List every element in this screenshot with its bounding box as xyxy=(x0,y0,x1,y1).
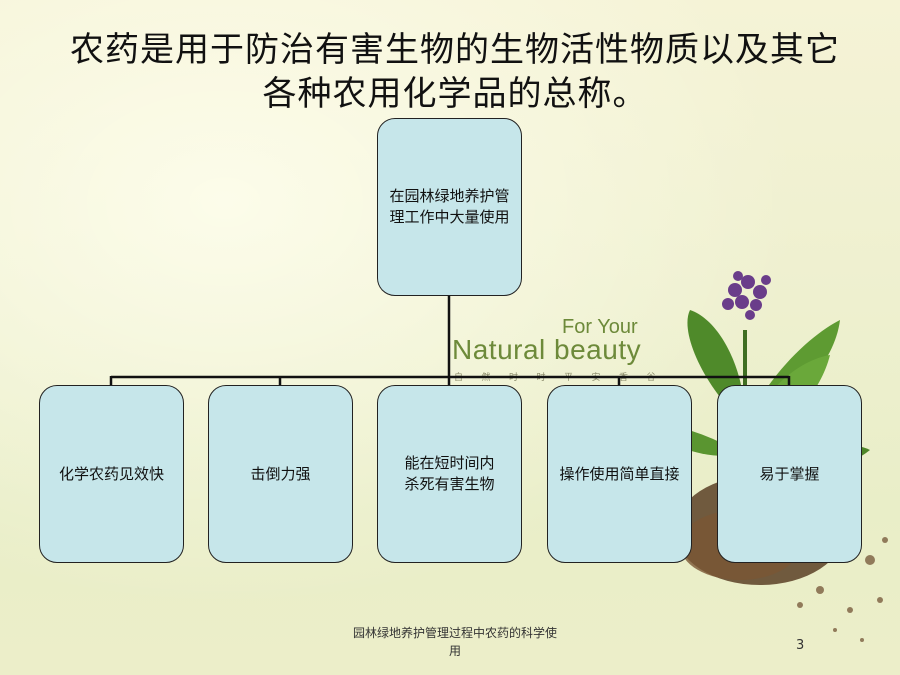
child-node-1: 化学农药见效快 xyxy=(39,385,184,563)
title-line2: 各种农用化学品的总称。 xyxy=(262,74,648,114)
title-line1: 农药是用于防治有害生物的生物活性物质以及其它 xyxy=(70,30,840,70)
footer-label: 园林绿地养护管理过程中农药的科学使 用 xyxy=(352,626,557,658)
slide-title: 农药是用于防治有害生物的生物活性物质以及其它 各种农用化学品的总称。 xyxy=(40,28,870,116)
soil-specks xyxy=(797,537,888,642)
child-node-3-label: 能在短时间内 杀死有害生物 xyxy=(404,454,495,493)
child-node-5: 易于掌握 xyxy=(717,385,862,563)
child-node-1-label: 化学农药见效快 xyxy=(58,464,164,483)
root-node-label: 在园林绿地养护管 理工作中大量使用 xyxy=(389,187,510,226)
child-node-4-label: 操作使用简单直接 xyxy=(559,464,680,483)
brand-line2: Natural beauty xyxy=(452,334,642,365)
child-node-4: 操作使用简单直接 xyxy=(547,385,692,563)
child-node-2-label: 击倒力强 xyxy=(250,464,311,483)
child-node-2: 击倒力强 xyxy=(208,385,353,563)
brand-line1: For Your xyxy=(562,316,638,338)
child-node-5-label: 易于掌握 xyxy=(759,464,820,483)
root-node: 在园林绿地养护管 理工作中大量使用 xyxy=(377,118,522,296)
footer-text: 园林绿地养护管理过程中农药的科学使 用 xyxy=(305,624,605,660)
child-node-3: 能在短时间内 杀死有害生物 xyxy=(377,385,522,563)
flower-cluster xyxy=(722,271,771,320)
page-number: 3 xyxy=(796,638,805,653)
